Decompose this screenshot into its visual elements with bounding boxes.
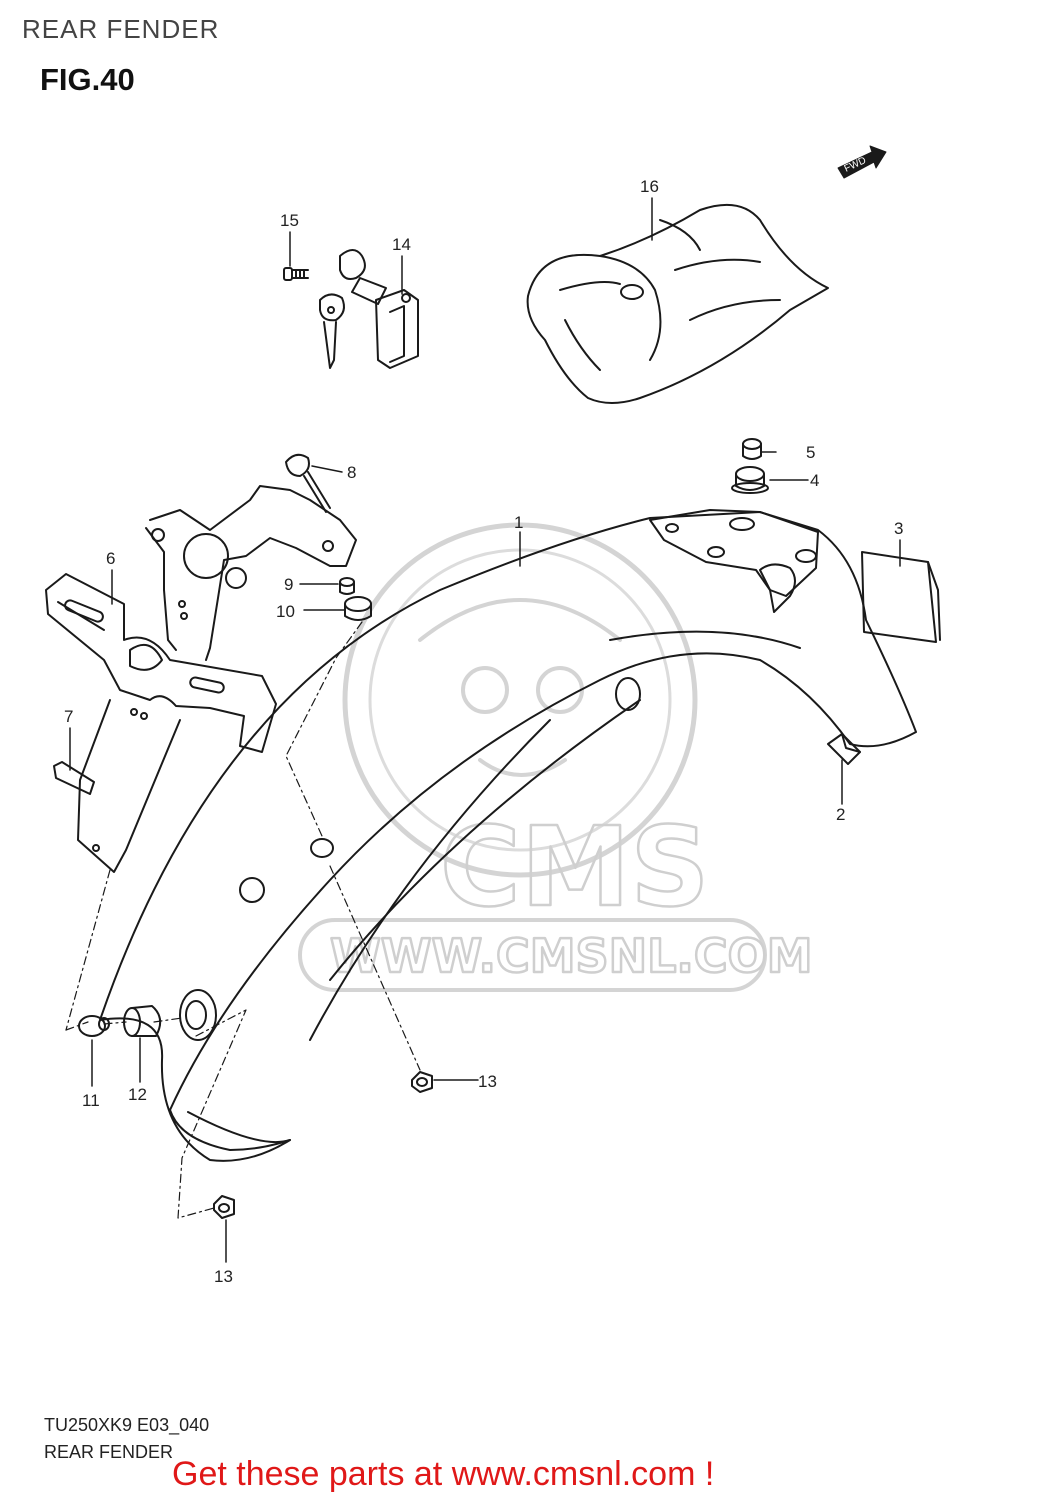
callout-labels: 1 2 3 4 5 6 7 8 9 10 11 12 13 13 14 15 1… (64, 177, 903, 1286)
callout-7: 7 (64, 707, 73, 726)
callout-9: 9 (284, 575, 293, 594)
cushion-4 (731, 466, 769, 494)
watermark-url: WWW.CMSNL.COM (330, 929, 813, 983)
callout-13b: 13 (214, 1267, 233, 1286)
shop-link[interactable]: Get these parts at www.cmsnl.com ! (172, 1455, 715, 1493)
callout-4: 4 (810, 471, 819, 490)
diagram-title: REAR FENDER (44, 1442, 174, 1462)
reflector (861, 551, 941, 643)
bolt (285, 453, 331, 513)
assembly-guides (65, 621, 421, 1219)
rear-fender (99, 509, 917, 1162)
collar (742, 438, 762, 460)
callout-2: 2 (836, 805, 845, 824)
model-code: TU250XK9 E03_040 (44, 1415, 210, 1435)
license-plate-bracket (45, 485, 357, 873)
cushion (827, 733, 861, 765)
callout-1: 1 (514, 513, 523, 532)
callout-13a: 13 (478, 1072, 497, 1091)
callout-11: 11 (82, 1091, 100, 1110)
callout-14: 14 (392, 235, 411, 254)
figure-label: FIG.40 (40, 62, 135, 97)
fwd-arrow-icon: FWD (837, 145, 887, 179)
seat-lock (319, 249, 419, 369)
callout-15: 15 (280, 211, 299, 230)
rubber-pad (53, 761, 95, 795)
section-title: REAR FENDER (22, 14, 220, 44)
callout-16: 16 (640, 177, 659, 196)
leader-lines (69, 197, 901, 1263)
callout-6: 6 (106, 549, 115, 568)
collar-11 (78, 1015, 110, 1037)
screw (283, 267, 309, 281)
collar-9 (339, 577, 355, 595)
cushion-10 (344, 596, 372, 621)
seat-tail-cover (526, 203, 829, 404)
watermark-brand: CMS (440, 803, 709, 931)
callout-10: 10 (276, 602, 295, 621)
watermark: CMS WWW.CMSNL.COM (298, 522, 814, 992)
callout-5: 5 (806, 443, 815, 462)
callout-3: 3 (894, 519, 903, 538)
nut-upper (411, 1071, 433, 1093)
callout-12: 12 (128, 1085, 147, 1104)
nut-lower (213, 1195, 235, 1219)
callout-8: 8 (347, 463, 356, 482)
